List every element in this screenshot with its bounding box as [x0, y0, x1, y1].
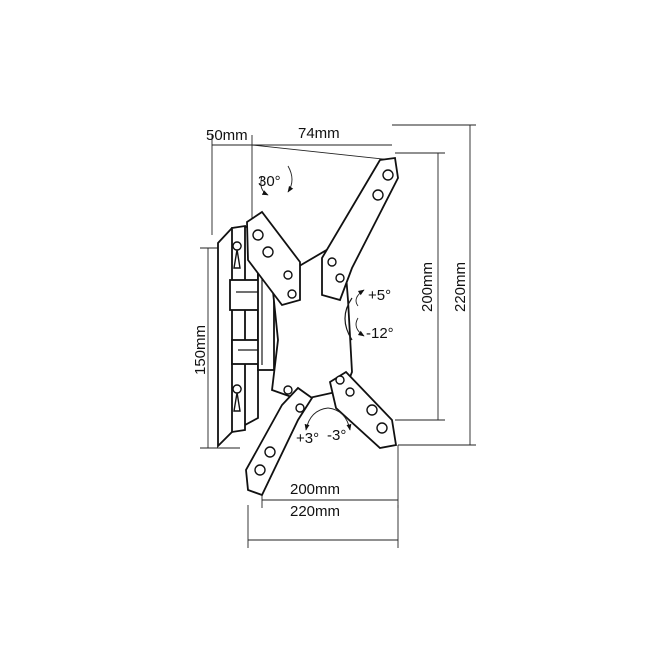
- label-arm-length: 74mm: [298, 125, 340, 142]
- label-vesa-inner-h: 200mm: [290, 481, 340, 498]
- swivel-arrow-left: [260, 175, 269, 196]
- angle-arrows: [260, 165, 365, 431]
- label-vesa-inner-v: 200mm: [419, 262, 436, 312]
- rotate-arrow-neg: [327, 407, 352, 431]
- dimension-lines: [200, 124, 476, 548]
- labels: 50mm 74mm 30° +5° -12° +3° -3° 200mm 220…: [192, 125, 469, 520]
- label-wall-depth: 50mm: [206, 127, 248, 144]
- label-tilt-down: -12°: [366, 325, 394, 342]
- keyhole-bottom: [232, 384, 242, 412]
- rotate-arrow-pos: [304, 407, 329, 431]
- wall-plate: [217, 224, 275, 449]
- label-tilt-up: +5°: [368, 287, 391, 304]
- ext-arm-end: [251, 144, 393, 161]
- tilt-arrow-down: [355, 317, 365, 337]
- label-swivel: 30°: [258, 173, 281, 190]
- label-plate-height: 150mm: [192, 325, 209, 375]
- label-vesa-outer-h: 220mm: [290, 503, 340, 520]
- swivel-arrow-right: [287, 165, 294, 193]
- tilt-arrow-up: [355, 289, 365, 307]
- label-rotate-pos: +3°: [296, 430, 319, 447]
- keyhole-top: [232, 241, 242, 269]
- label-rotate-neg: -3°: [327, 427, 346, 444]
- cross-plate: [245, 156, 399, 497]
- label-vesa-outer-v: 220mm: [452, 262, 469, 312]
